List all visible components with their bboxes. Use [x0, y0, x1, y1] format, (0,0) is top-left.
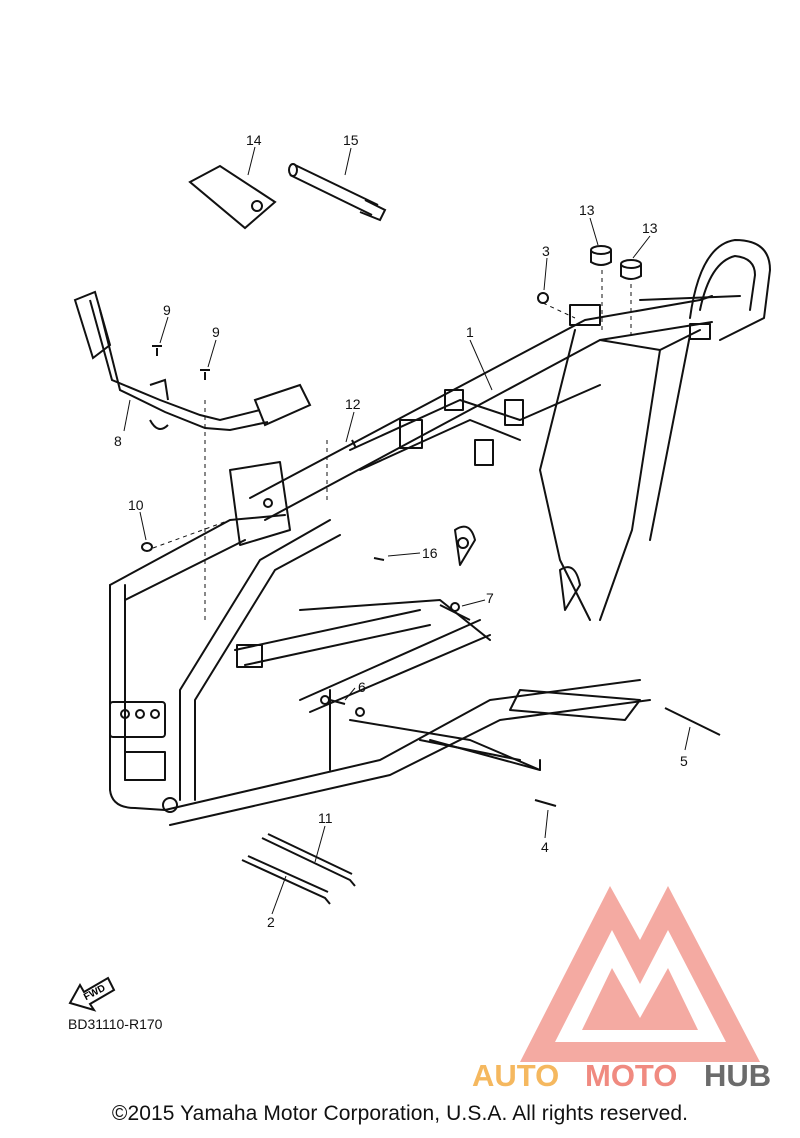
front-bracket-part — [73, 290, 312, 432]
callout-13b: 13 — [642, 220, 658, 236]
pipe-part — [288, 163, 387, 222]
callout-14: 14 — [246, 132, 262, 148]
callout-5: 5 — [680, 753, 688, 769]
brand-moto-text: MOTO — [585, 1058, 677, 1093]
callout-13a: 13 — [579, 202, 595, 218]
copyright-text: ©2015 Yamaha Motor Corporation, U.S.A. A… — [111, 1102, 689, 1125]
fwd-arrow-icon: FWD — [68, 976, 116, 1012]
main-frame — [109, 239, 771, 826]
dashed-guides — [152, 270, 632, 620]
callout-16: 16 — [422, 545, 438, 561]
callout-7: 7 — [486, 590, 494, 606]
callout-6: 6 — [358, 679, 366, 695]
watermark-logo: AUTO MOTO HUB — [472, 886, 771, 1093]
grease-packet-part — [188, 164, 277, 230]
rubber-damper-parts — [590, 245, 642, 280]
leader-lines — [123, 146, 691, 915]
callout-15: 15 — [343, 132, 359, 148]
callout-9b: 9 — [212, 324, 220, 340]
callout-4: 4 — [541, 839, 549, 855]
callout-3: 3 — [542, 243, 550, 259]
callout-9a: 9 — [163, 302, 171, 318]
brand-hub-text: HUB — [704, 1058, 771, 1093]
callout-10: 10 — [128, 497, 144, 513]
callout-2: 2 — [267, 914, 275, 930]
brand-auto-text: AUTO — [472, 1058, 559, 1093]
callout-8: 8 — [114, 433, 122, 449]
cable-tie-parts — [241, 833, 356, 905]
callout-labels: 1 2 3 4 5 6 7 8 9 9 10 11 12 13 13 14 15… — [114, 132, 688, 930]
callout-1: 1 — [466, 324, 474, 340]
callout-11: 11 — [318, 810, 333, 826]
fastener-parts — [141, 292, 721, 807]
drawing-code: BD31110-R170 — [68, 1016, 163, 1032]
callout-12: 12 — [345, 396, 361, 412]
